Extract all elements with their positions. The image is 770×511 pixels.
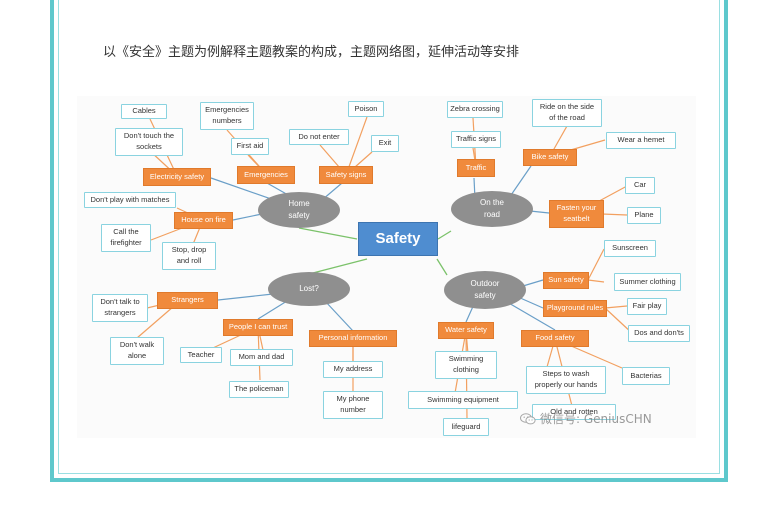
leaf-bacterias: Bacterias xyxy=(622,367,670,385)
link-outdoor-sun xyxy=(522,279,544,287)
sub-safety-signs: Safety signs xyxy=(319,166,373,184)
leaf-teacher: Teacher xyxy=(180,347,222,363)
link-outdoor-food xyxy=(506,301,556,331)
leaf-dos-and-donts: Dos and don'ts xyxy=(628,325,690,342)
leaf-my-phone-number: My phone number xyxy=(323,391,383,419)
link-play-fairplay xyxy=(604,305,628,309)
leaf-old-and-rotten: Old and rotten xyxy=(532,404,616,420)
hub-home-safety: Home safety xyxy=(258,192,340,228)
page-heading: 以《安全》主题为例解释主题教案的构成，主题网络图，延伸活动等安排 xyxy=(103,45,520,60)
link-center-road xyxy=(437,230,452,240)
watermark: 微信号: GeniusCHN xyxy=(520,410,652,427)
leaf-my-address: My address xyxy=(323,361,383,378)
sub-sun-safety: Sun safety xyxy=(543,272,589,289)
hub-lost: Lost? xyxy=(268,272,350,306)
link-center-home xyxy=(298,227,358,240)
sub-emergencies: Emergencies xyxy=(237,166,295,184)
leaf-lifeguard: lifeguard xyxy=(443,418,489,436)
sub-bike-safety: Bike safety xyxy=(523,149,577,166)
watermark-text: 微信号: GeniusCHN xyxy=(540,412,652,426)
link-lost-trust xyxy=(257,300,288,320)
link-sun-sunscreen xyxy=(587,248,605,281)
leaf-dont-play-matches: Don't play with matches xyxy=(84,192,176,208)
link-home-fire xyxy=(232,213,263,221)
leaf-summer-clothing: Summer clothing xyxy=(614,273,681,291)
sub-strangers: Strangers xyxy=(157,292,218,309)
leaf-dont-touch-sockets: Don't touch the sockets xyxy=(115,128,183,156)
link-center-outdoor xyxy=(436,258,448,276)
sub-fasten-seatbelt: Fasten your seatbelt xyxy=(549,200,604,228)
leaf-traffic-signs: Traffic signs xyxy=(451,131,501,148)
wechat-icon xyxy=(520,412,536,425)
mind-map: Safety Home safety On the road Lost? Out… xyxy=(77,96,696,438)
link-signs-poison xyxy=(345,116,368,176)
leaf-cables: Cables xyxy=(121,104,167,119)
link-lost-strangers xyxy=(217,293,274,301)
leaf-plane: Plane xyxy=(627,207,661,224)
leaf-swimming-clothing: Swimming clothing xyxy=(435,351,497,379)
leaf-mom-and-dad: Mom and dad xyxy=(230,349,293,366)
leaf-dont-talk-strangers: Don't talk to strangers xyxy=(92,294,148,322)
leaf-emergencies-numbers: Emergencies numbers xyxy=(200,102,254,130)
sub-water-safety: Water safety xyxy=(438,322,494,339)
link-outdoor-playground xyxy=(517,296,544,309)
leaf-first-aid: First aid xyxy=(231,138,269,155)
link-center-lost xyxy=(308,258,368,275)
leaf-sunscreen: Sunscreen xyxy=(604,240,656,257)
sub-traffic: Traffic xyxy=(457,159,495,177)
page-frame-inner xyxy=(58,0,720,474)
leaf-exit: Exit xyxy=(371,135,399,152)
sub-food-safety: Food safety xyxy=(521,330,589,347)
leaf-zebra-crossing: Zebra crossing xyxy=(447,101,503,118)
hub-on-the-road: On the road xyxy=(451,191,533,227)
sub-electricity-safety: Electricity safety xyxy=(143,168,211,186)
hub-outdoor-safety: Outdoor safety xyxy=(444,271,526,309)
link-lost-info xyxy=(324,300,354,332)
green-connectors xyxy=(298,227,452,276)
leaf-ride-on-side: Ride on the side of the road xyxy=(532,99,602,127)
leaf-wash-hands: Steps to wash properly our hands xyxy=(526,366,606,394)
leaf-do-not-enter: Do not enter xyxy=(289,129,349,145)
sub-personal-information: Personal information xyxy=(309,330,397,347)
center-node-safety: Safety xyxy=(358,222,438,256)
leaf-poison: Poison xyxy=(348,101,384,117)
leaf-stop-drop-roll: Stop, drop and roll xyxy=(162,242,216,270)
sub-playground-rules: Playground rules xyxy=(543,300,607,317)
sub-people-i-can-trust: People I can trust xyxy=(223,319,293,336)
leaf-wear-helmet: Wear a hemet xyxy=(606,132,676,149)
blue-connectors xyxy=(210,165,556,332)
leaf-swimming-equipment: Swimming equipment xyxy=(408,391,518,409)
leaf-the-policeman: The policeman xyxy=(229,381,289,398)
leaf-call-firefighter: Call the firefighter xyxy=(101,224,151,252)
leaf-dont-walk-alone: Don't walk alone xyxy=(110,337,164,365)
link-sun-clothing xyxy=(587,279,605,283)
leaf-fair-play: Fair play xyxy=(627,298,667,315)
sub-house-on-fire: House on fire xyxy=(174,212,233,229)
link-road-seatbelt xyxy=(529,210,550,214)
leaf-car: Car xyxy=(625,177,655,194)
